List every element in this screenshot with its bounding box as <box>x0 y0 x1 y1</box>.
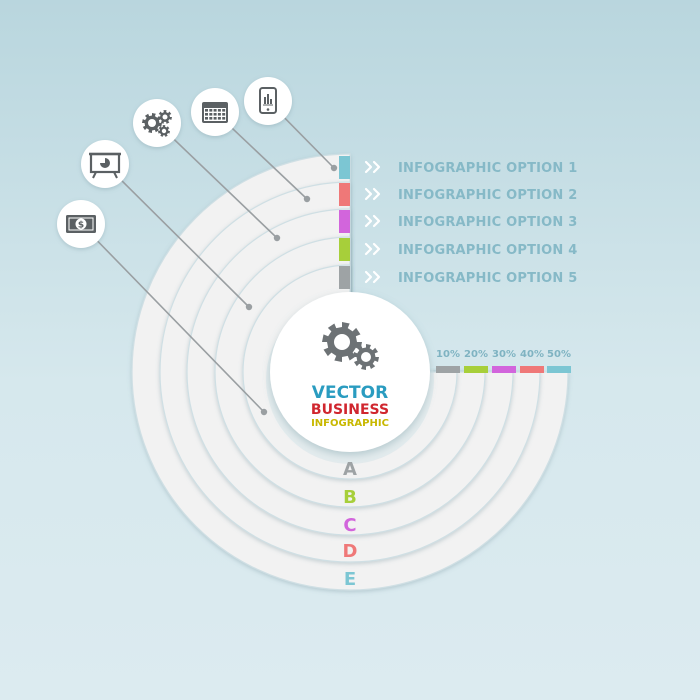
percent-marker: 30% <box>492 349 516 373</box>
title-business: BUSINESS <box>311 402 389 418</box>
percent-label: 10% <box>436 349 460 360</box>
option-row-1: INFOGRAPHIC OPTION 1 <box>339 156 578 179</box>
percent-label: 30% <box>492 349 516 360</box>
connector-line <box>104 163 253 311</box>
ring-letter: E <box>344 569 356 590</box>
ring-letter: A <box>343 459 357 480</box>
percent-color-cap <box>464 366 488 373</box>
ring-letter: B <box>343 487 357 508</box>
option-color-tab <box>339 238 350 261</box>
percent-label: 40% <box>520 349 544 360</box>
option-row-4: INFOGRAPHIC OPTION 4 <box>339 238 578 261</box>
option-label: INFOGRAPHIC OPTION 1 <box>398 161 578 176</box>
title-infographic: INFOGRAPHIC <box>311 418 389 429</box>
option-color-tab <box>339 183 350 206</box>
presentation-icon <box>81 140 129 188</box>
option-label: INFOGRAPHIC OPTION 3 <box>398 215 578 230</box>
percent-label: 50% <box>547 349 571 360</box>
percent-color-cap <box>436 366 460 373</box>
icon-layer: $ <box>57 77 292 248</box>
double-chevron-icon <box>364 270 381 284</box>
connector-line <box>156 122 281 242</box>
money-icon: $ <box>57 200 105 248</box>
option-label: INFOGRAPHIC OPTION 5 <box>398 271 578 286</box>
double-chevron-icon <box>364 187 381 201</box>
percent-label: 20% <box>464 349 488 360</box>
ring-letter: C <box>343 515 356 536</box>
gears-icon <box>322 322 379 370</box>
option-label: INFOGRAPHIC OPTION 4 <box>398 243 578 258</box>
gears-icon <box>133 99 181 147</box>
option-color-tab <box>339 266 350 289</box>
label-layer: 10% 20% 30% 40%50% INFOGRAPHIC OPTION 1 INFOG… <box>339 156 578 590</box>
ring-letter: D <box>343 541 358 562</box>
double-chevron-icon <box>364 242 381 256</box>
option-label: INFOGRAPHIC OPTION 2 <box>398 188 578 203</box>
option-color-tab <box>339 210 350 233</box>
connector-line <box>80 223 268 416</box>
double-chevron-icon <box>364 160 381 174</box>
svg-text:$: $ <box>78 221 84 231</box>
option-row-2: INFOGRAPHIC OPTION 2 <box>339 183 578 206</box>
mobile-chart-icon <box>244 77 292 125</box>
percent-marker: 20% <box>464 349 488 373</box>
double-chevron-icon <box>364 214 381 228</box>
center-circle <box>270 292 430 452</box>
percent-color-cap <box>520 366 544 373</box>
option-row-5: INFOGRAPHIC OPTION 5 <box>339 266 578 289</box>
title-vector: VECTOR <box>312 383 388 403</box>
percent-marker: 40% <box>520 349 544 373</box>
percent-marker: 50% <box>547 349 571 373</box>
option-color-tab <box>339 156 350 179</box>
percent-color-cap <box>492 366 516 373</box>
percent-marker: 10% <box>436 349 460 373</box>
option-row-3: INFOGRAPHIC OPTION 3 <box>339 210 578 233</box>
percent-color-cap <box>547 366 571 373</box>
calendar-icon <box>191 88 239 136</box>
